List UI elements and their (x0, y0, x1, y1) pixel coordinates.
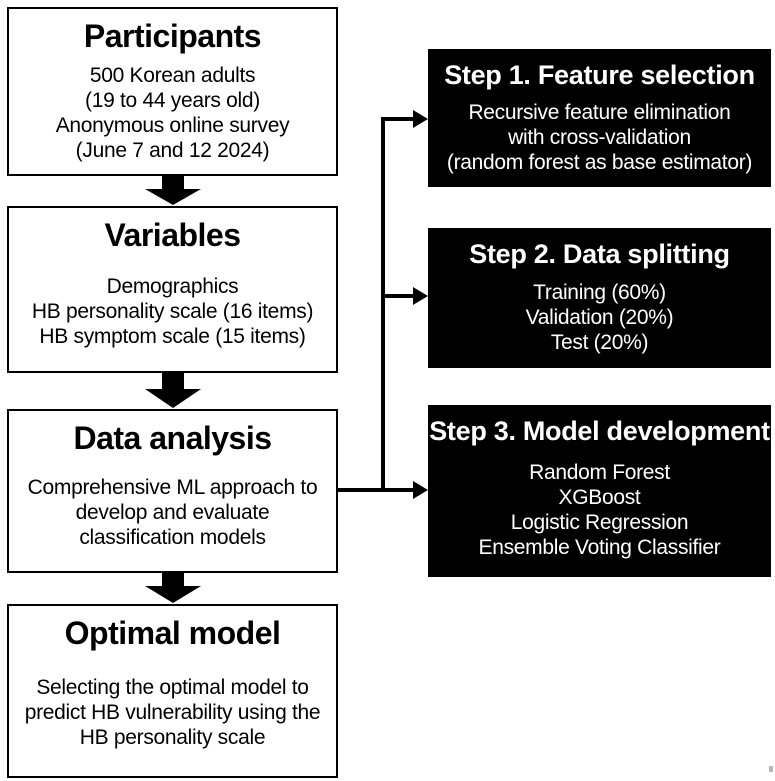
box-body: Random Forest XGBoost Logistic Regressio… (428, 447, 771, 577)
box-title: Step 2. Data splitting (469, 239, 730, 269)
connector-line-branch-step2 (381, 294, 414, 298)
box-title: Variables (104, 217, 241, 253)
text-line: Test (20%) (550, 330, 649, 354)
box-optimal-model: Optimal model Selecting the optimal mode… (7, 604, 338, 778)
text-line: HB symptom scale (15 items) (39, 324, 306, 348)
text-line: Anonymous online survey (55, 114, 290, 137)
box-body: Training (60%) Validation (20%) Test (20… (428, 270, 771, 368)
down-arrow-icon (144, 176, 201, 205)
text-line: Validation (20%) (525, 305, 674, 329)
text-line: Selecting the optimal model to (36, 676, 309, 699)
arrow-head (144, 586, 201, 603)
text-line: HB personality scale (16 items) (31, 299, 314, 323)
box-body: Comprehensive ML approach to develop and… (9, 457, 336, 571)
right-arrowhead-icon (413, 287, 428, 305)
text-line: predict HB vulnerability using the (24, 701, 321, 724)
arrow-stem (161, 176, 184, 189)
arrow-head (144, 389, 201, 408)
box-title: Step 1. Feature selection (444, 60, 755, 90)
box-title: Data analysis (73, 420, 272, 456)
text-line: Ensemble Voting Classifier (478, 536, 721, 559)
right-arrowhead-icon (413, 110, 428, 128)
text-line: classification models (79, 526, 266, 549)
box-body: 500 Korean adults (19 to 44 years old) A… (9, 55, 336, 174)
connector-line-branch-step1 (381, 117, 414, 121)
text-line: with cross-validation (508, 125, 691, 149)
text-line: Random Forest (529, 461, 670, 484)
box-participants: Participants 500 Korean adults (19 to 44… (7, 7, 338, 176)
box-body: Demographics HB personality scale (16 it… (9, 254, 336, 371)
text-line: HB personality scale (79, 726, 266, 749)
box-step2-data-splitting: Step 2. Data splitting Training (60%) Va… (428, 228, 771, 368)
box-variables: Variables Demographics HB personality sc… (7, 206, 338, 373)
right-arrowhead-icon (413, 481, 428, 499)
text-line: 500 Korean adults (89, 64, 256, 87)
text-line: Demographics (106, 274, 239, 298)
text-line: (19 to 44 years old) (85, 89, 260, 112)
text-line: XGBoost (558, 486, 641, 509)
box-body: Recursive feature elimination with cross… (428, 91, 771, 187)
text-line: (random forest as base estimator) (446, 150, 753, 174)
text-line: Training (60%) (533, 280, 666, 304)
text-line: develop and evaluate (75, 501, 270, 524)
text-line: (June 7 and 12 2024) (75, 139, 270, 162)
text-line: Logistic Regression (510, 511, 689, 534)
connector-line-main (338, 488, 414, 492)
down-arrow-icon (144, 573, 201, 603)
down-arrow-icon (144, 373, 201, 408)
text-line: Comprehensive ML approach to (27, 476, 318, 499)
box-title: Optimal model (64, 615, 281, 651)
box-step1-feature-selection: Step 1. Feature selection Recursive feat… (428, 49, 771, 187)
connector-line-vertical (381, 117, 385, 492)
arrow-stem (161, 373, 184, 389)
box-step3-model-development: Step 3. Model development Random Forest … (428, 405, 771, 577)
corner-artifact (769, 766, 773, 772)
arrow-head (144, 189, 201, 205)
box-body: Selecting the optimal model to predict H… (9, 652, 336, 776)
box-data-analysis: Data analysis Comprehensive ML approach … (7, 409, 338, 573)
arrow-stem (161, 573, 184, 586)
box-title: Participants (83, 18, 262, 54)
text-line: Recursive feature elimination (468, 100, 731, 124)
box-title: Step 3. Model development (429, 416, 770, 446)
